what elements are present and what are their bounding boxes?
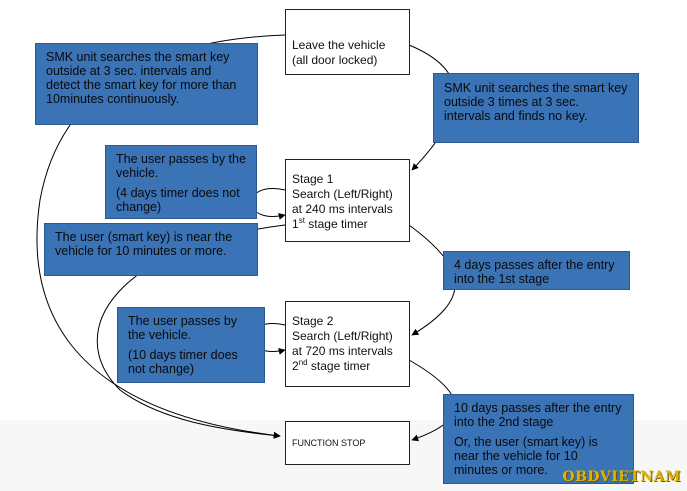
- watermark-logo: OBDVIETNAM: [562, 469, 681, 485]
- stage1-search: Search (Left/Right): [292, 187, 393, 201]
- note-user-near: The user (smart key) is near the vehicle…: [44, 223, 258, 276]
- note-10-days: 10 days passes after the entry into the …: [443, 394, 634, 484]
- stage1-interval: at 240 ms intervals: [292, 202, 393, 216]
- stage2-title: Stage 2: [292, 314, 334, 328]
- stage1-timer: 1st stage timer: [292, 216, 368, 232]
- stage1-title: Stage 1: [292, 172, 334, 186]
- note-smk-3times: SMK unit searches the smart key outside …: [433, 73, 639, 143]
- stage2-box: Stage 2 Search (Left/Right) at 720 ms in…: [285, 301, 410, 387]
- leave-line2: (all door locked): [292, 53, 378, 67]
- leave-vehicle-box: Leave the vehicle (all door locked): [285, 9, 410, 75]
- stage2-timer: 2nd stage timer: [292, 358, 371, 374]
- note-smk-10min: SMK unit searches the smart key outside …: [35, 43, 258, 125]
- note-user-passes-2: The user passes by the vehicle. (10 days…: [117, 307, 265, 383]
- note-user-passes-1: The user passes by the vehicle. (4 days …: [105, 145, 257, 219]
- function-stop-label: FUNCTION STOP: [292, 438, 366, 448]
- note-4-days: 4 days passes after the entry into the 1…: [443, 251, 630, 290]
- leave-line1: Leave the vehicle: [292, 38, 386, 52]
- stage1-box: Stage 1 Search (Left/Right) at 240 ms in…: [285, 159, 410, 242]
- stage2-search: Search (Left/Right): [292, 329, 393, 343]
- stage2-interval: at 720 ms intervals: [292, 344, 393, 358]
- function-stop-box: FUNCTION STOP: [285, 421, 410, 465]
